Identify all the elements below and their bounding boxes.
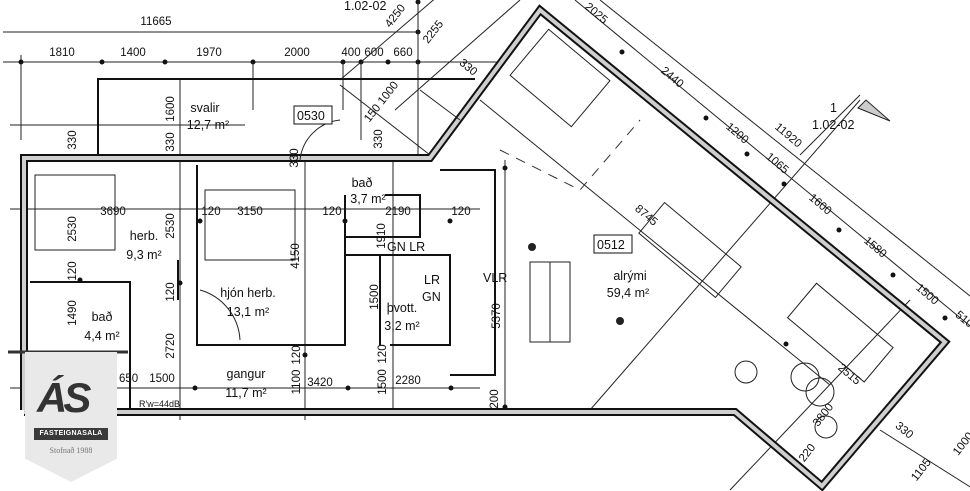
room-area-alrymi: 59,4 m²	[607, 286, 649, 300]
dim-h: 120	[322, 206, 341, 218]
dim-v: 120	[291, 345, 303, 364]
dim-v: 330	[289, 148, 301, 167]
dim-v: 1500	[369, 284, 381, 310]
dim-v: 120	[165, 282, 177, 301]
dim-v: 120	[67, 261, 79, 280]
dim-v: 1910	[376, 223, 388, 249]
dim-d: 1200	[723, 121, 750, 147]
room-name-hjon-herb: hjón herb.	[220, 286, 276, 300]
room-area-herb: 9,3 m²	[126, 248, 161, 262]
dim-h: 600	[364, 47, 383, 59]
room-number-0512: 0512	[597, 238, 625, 252]
dim-d: 4250	[383, 2, 408, 30]
fixture-lr: LR	[424, 273, 440, 287]
room-name-gangur: gangur	[227, 367, 266, 381]
dim-d: 2440	[658, 65, 685, 91]
room-name-thvott: þvott.	[387, 301, 418, 315]
fixture-gn-lr: GN LR	[387, 240, 425, 254]
agency-logo: ÁS FASTEIGNASALA Stofnað 1988	[25, 352, 117, 482]
dimensions-horizontal: 11665 1810 1400 1970 2000 400 600 660 36…	[49, 16, 470, 389]
dim-d: 1580	[861, 235, 888, 261]
room-number-0530: 0530	[297, 109, 325, 123]
dim-h: 2190	[385, 206, 411, 218]
dimensions-vertical: 330 1600 330 330 330 2530 2530 120 1490 …	[67, 96, 503, 408]
dim-v: 4150	[290, 243, 302, 269]
dim-d: 220	[797, 442, 818, 465]
room-area-bad: 4,4 m²	[84, 329, 119, 343]
dimension-lines	[3, 0, 970, 491]
dim-h: 120	[201, 206, 220, 218]
dim-v: 1490	[67, 300, 79, 326]
dim-d: 1500	[913, 282, 940, 308]
dim-v: 330	[373, 129, 385, 148]
fixture-labels: GN LR LR GN VLR R'w=44dB	[139, 240, 507, 409]
dim-h: 650	[119, 373, 138, 385]
dim-v: 330	[67, 130, 79, 149]
section-marker-number: 1	[830, 101, 837, 115]
room-labels: svalir 12,7 m² bað 3,7 m² herb. 9,3 m² h…	[84, 101, 649, 400]
room-name-bad: bað	[92, 310, 113, 324]
exterior-walls	[20, 4, 951, 491]
room-number-box-0512	[593, 234, 633, 254]
room-name-alrymi: alrými	[613, 269, 646, 283]
dim-v: 200	[489, 389, 501, 408]
section-ref-top: 1.02-02	[344, 0, 386, 13]
dim-d: 330	[893, 420, 915, 442]
logo-shield	[25, 352, 117, 482]
room-area-bad-small: 3,7 m²	[350, 192, 385, 206]
dim-h: 1400	[120, 47, 146, 59]
section-arrow-icon	[857, 99, 891, 122]
room-area-hjon-herb: 13,1 m²	[227, 305, 269, 319]
dim-d: 1600	[806, 192, 833, 218]
furniture	[34, 28, 894, 439]
dim-v: 2530	[67, 216, 79, 242]
room-name-herb: herb.	[130, 229, 159, 243]
dim-h: 1810	[49, 47, 75, 59]
dim-v: 1600	[165, 96, 177, 122]
room-area-svalir: 12,7 m²	[187, 118, 229, 132]
balcony-outline	[97, 78, 475, 155]
dim-h: 120	[451, 206, 470, 218]
room-area-thvott: 3,2 m²	[384, 319, 419, 333]
dim-h: 660	[393, 47, 412, 59]
dim-v: 1100	[291, 370, 303, 395]
room-number-box-0530	[293, 105, 333, 125]
fixture-vlr: VLR	[483, 271, 507, 285]
acoustic-note: R'w=44dB	[139, 399, 180, 409]
dim-d: 510	[953, 309, 970, 331]
dim-d: 1000	[951, 430, 970, 458]
dim-h: 2280	[395, 375, 421, 387]
section-marker-ref: 1.02-02	[812, 118, 854, 132]
logo-mark: ÁS	[37, 374, 91, 421]
dim-h: 1500	[149, 373, 175, 385]
dim-h: 3420	[307, 377, 333, 389]
dim-v: 2530	[165, 213, 177, 239]
dim-d: 1105	[909, 457, 934, 484]
room-area-gangur: 11,7 m²	[225, 386, 266, 400]
dim-h: 400	[341, 47, 360, 59]
logo-tagline: Stofnað 1988	[49, 446, 93, 455]
dim-d: 330	[457, 57, 479, 79]
fixture-gn: GN	[422, 290, 441, 304]
dim-h: 1970	[196, 47, 222, 59]
dim-h: 2000	[284, 47, 310, 59]
logo-name: FASTEIGNASALA	[34, 428, 108, 440]
dim-v: 1500	[377, 369, 389, 395]
room-name-svalir: svalir	[190, 101, 219, 115]
room-name-bad-small: bað	[352, 176, 373, 190]
dim-v: 120	[377, 344, 389, 363]
dim-h: 3150	[237, 206, 263, 218]
dim-v: 330	[165, 132, 177, 151]
dim-h: 11665	[140, 16, 171, 28]
dim-v: 5370	[491, 303, 503, 329]
dim-d: 11920	[772, 121, 804, 150]
dim-d: 1065	[763, 151, 790, 177]
dim-h: 3690	[100, 206, 126, 218]
dim-d: 2255	[421, 18, 446, 46]
dim-v: 2720	[165, 333, 177, 359]
interior-walls	[30, 165, 496, 410]
